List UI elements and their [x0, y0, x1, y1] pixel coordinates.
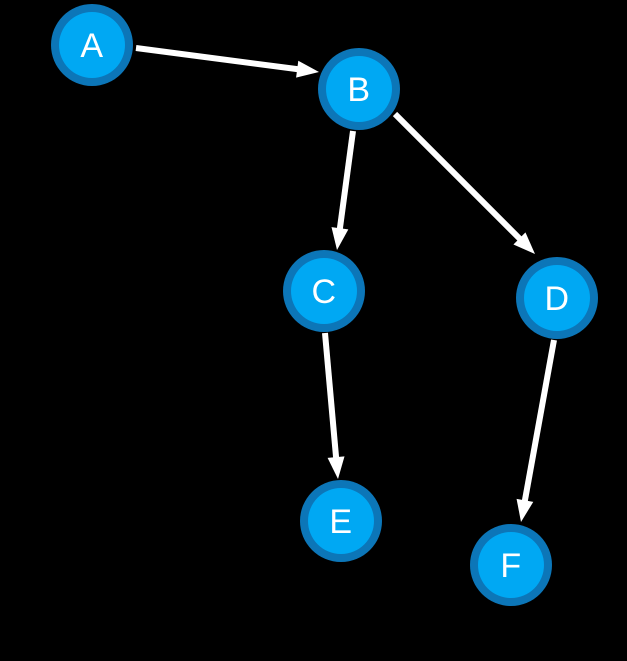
arrowhead-icon-D-F	[516, 498, 534, 522]
nodes-layer: A B C D E F	[51, 4, 598, 606]
node-core-a	[59, 12, 125, 78]
arrowhead-icon-C-E	[327, 456, 345, 479]
node-core-f	[478, 532, 544, 598]
node-label-a: A	[80, 27, 103, 65]
node-label-d: D	[544, 280, 569, 318]
edge-line-B-D	[392, 111, 524, 243]
edge-line-B-C	[336, 130, 356, 232]
node-core-d	[524, 265, 590, 331]
graph-node-d[interactable]: D	[516, 257, 598, 339]
node-core-e	[308, 488, 374, 554]
edge-A-B[interactable]	[135, 45, 319, 78]
graph-node-f[interactable]: F	[470, 524, 552, 606]
node-label-b: B	[347, 71, 370, 109]
arrowhead-icon-B-D	[513, 232, 535, 254]
node-label-c: C	[311, 273, 336, 311]
graph-node-a[interactable]: A	[51, 4, 133, 86]
edges-layer	[135, 45, 557, 522]
node-core-c	[291, 258, 357, 324]
edge-C-E[interactable]	[322, 332, 345, 479]
graph-node-c[interactable]: C	[283, 250, 365, 332]
edge-line-C-E	[322, 332, 340, 461]
edge-line-D-F	[521, 339, 557, 504]
node-core-b	[326, 56, 392, 122]
arrowhead-icon-B-C	[331, 227, 349, 250]
node-label-e: E	[329, 503, 352, 541]
edge-B-D[interactable]	[392, 111, 535, 254]
graph-node-e[interactable]: E	[300, 480, 382, 562]
edge-B-C[interactable]	[331, 130, 356, 250]
graph-node-b[interactable]: B	[318, 48, 400, 130]
node-label-f: F	[500, 547, 521, 585]
edge-D-F[interactable]	[516, 339, 557, 522]
arrowhead-icon-A-B	[296, 60, 319, 78]
edge-line-A-B	[135, 45, 301, 73]
